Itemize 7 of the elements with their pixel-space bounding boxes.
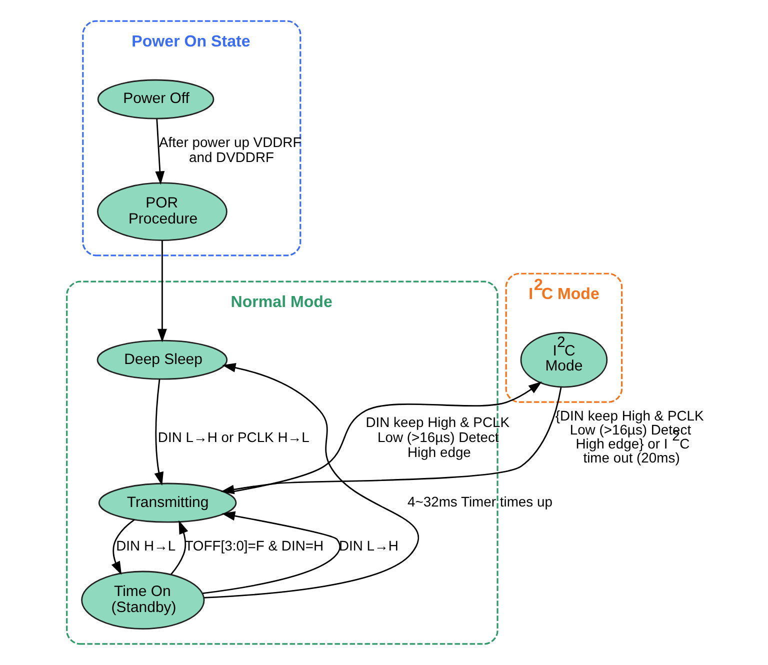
edge-label: DIN keep High & PCLK Low (>16µs) Detect High edge [365, 414, 510, 460]
edge-label: TOFF[3:0]=F & DIN=H [184, 537, 324, 554]
edge-label: DIN L→H [338, 537, 398, 554]
edge-label: DIN L→H or PCLK H→L [157, 429, 309, 446]
edge-label: 4~32ms Timer times up [407, 493, 552, 510]
edge-label: After power up VDDRF and DVDDRF [158, 134, 301, 165]
edge-label: DIN H→L [116, 537, 176, 554]
